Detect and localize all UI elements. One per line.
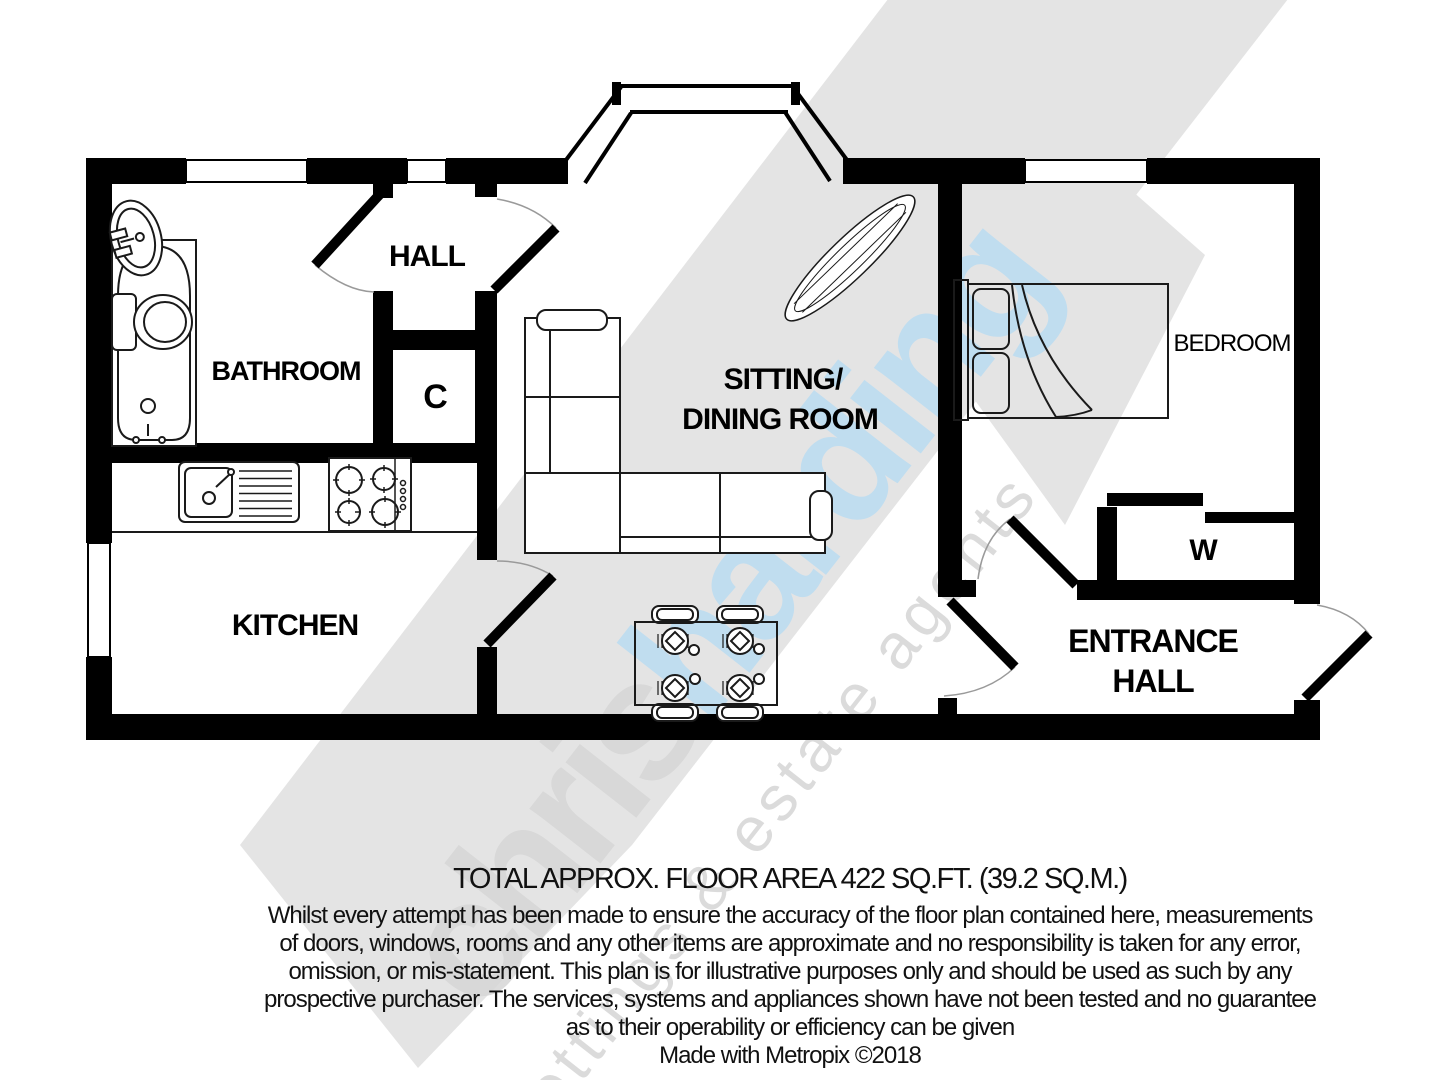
- door-entrance-sitting: [946, 597, 1019, 671]
- wall: [393, 330, 477, 350]
- room-label-entrance-line2: HALL: [1112, 663, 1194, 699]
- wall: [475, 291, 497, 463]
- wall: [477, 463, 497, 560]
- room-label-cupboard: C: [423, 378, 447, 416]
- room-label-bedroom: BEDROOM: [1173, 330, 1290, 357]
- room-label-hall: HALL: [389, 240, 466, 273]
- door-hall-sitting: [490, 224, 560, 294]
- kitchen-sink: [178, 461, 300, 523]
- window: [1024, 159, 1148, 183]
- room-label-entrance-line1: ENTRANCE: [1068, 623, 1238, 659]
- wall: [1205, 512, 1294, 523]
- wall: [86, 714, 1320, 740]
- wall: [475, 184, 497, 197]
- door-swing-arc: [314, 264, 375, 293]
- door-front: [1301, 630, 1373, 702]
- room-label-sitting-line2: DINING ROOM: [682, 403, 878, 436]
- wall: [938, 580, 976, 597]
- disclaimer-line: prospective purchaser. The services, sys…: [264, 986, 1317, 1013]
- wall: [1147, 158, 1320, 184]
- wall: [446, 158, 568, 184]
- disclaimer-line: of doors, windows, rooms and any other i…: [279, 930, 1301, 957]
- bay-glazing: [564, 85, 623, 162]
- room-labels: HALL BATHROOM C KITCHEN SITTING/ DINING …: [212, 240, 1292, 699]
- sofa: [524, 309, 833, 554]
- bed: [953, 279, 1169, 421]
- wall: [1097, 507, 1117, 583]
- dining-table: [634, 621, 778, 706]
- door-swing-arc: [1316, 604, 1370, 635]
- place-settings: [657, 627, 765, 702]
- room-label-kitchen: KITCHEN: [232, 609, 358, 642]
- basin: [108, 199, 164, 277]
- wall: [1107, 493, 1203, 506]
- room-label-bathroom: BATHROOM: [212, 356, 361, 386]
- pillow: [972, 288, 1010, 350]
- bed-body: [967, 283, 1169, 419]
- dining-set: [634, 605, 778, 722]
- floor-area-title: TOTAL APPROX. FLOOR AREA 422 SQ.FT. (39.…: [453, 863, 1128, 895]
- bay-glazing: [791, 85, 849, 162]
- wall: [373, 291, 393, 463]
- metropix-credit: Made with Metropix ©2018: [659, 1042, 922, 1069]
- windows: [87, 159, 1148, 658]
- wall: [1294, 700, 1320, 740]
- door-kitchen: [483, 572, 557, 648]
- bathroom-fixtures: [108, 199, 197, 447]
- hob: [328, 457, 412, 532]
- door-swing-arc: [977, 518, 1011, 580]
- wall: [1077, 580, 1320, 600]
- wall: [307, 158, 407, 184]
- room-label-wardrobe: W: [1189, 534, 1218, 567]
- disclaimer: Whilst every attempt has been made to en…: [140, 902, 1440, 1042]
- doors: [311, 189, 1373, 702]
- kitchen-fittings: [112, 457, 477, 533]
- window: [406, 159, 447, 183]
- door-swing-arc: [943, 666, 1016, 697]
- walls: [86, 82, 1320, 740]
- wall: [477, 647, 497, 714]
- bay-glazing: [783, 110, 832, 183]
- wall: [86, 158, 112, 543]
- wall: [1294, 158, 1320, 604]
- pillow: [972, 352, 1010, 414]
- disclaimer-line: Whilst every attempt has been made to en…: [267, 902, 1314, 929]
- disclaimer-line: as to their operability or efficiency ca…: [565, 1014, 1016, 1041]
- bay-window: [564, 84, 849, 185]
- wall: [938, 158, 962, 597]
- duvet-fold: [1011, 284, 1093, 418]
- window: [185, 159, 308, 183]
- door-swing-arc: [496, 198, 557, 229]
- footer: TOTAL APPROX. FLOOR AREA 422 SQ.FT. (39.…: [140, 862, 1440, 1070]
- door-bedroom: [1006, 515, 1080, 589]
- toilet: [111, 293, 193, 351]
- door-bathroom: [311, 189, 385, 269]
- chair: [651, 605, 764, 722]
- wall: [843, 158, 1025, 184]
- wall: [938, 698, 957, 714]
- bay-glazing: [583, 111, 633, 185]
- disclaimer-line: omission, or mis-statement. This plan is…: [288, 958, 1292, 985]
- room-label-sitting-line1: SITTING/: [724, 363, 844, 396]
- rug: [784, 194, 916, 322]
- window: [87, 542, 111, 658]
